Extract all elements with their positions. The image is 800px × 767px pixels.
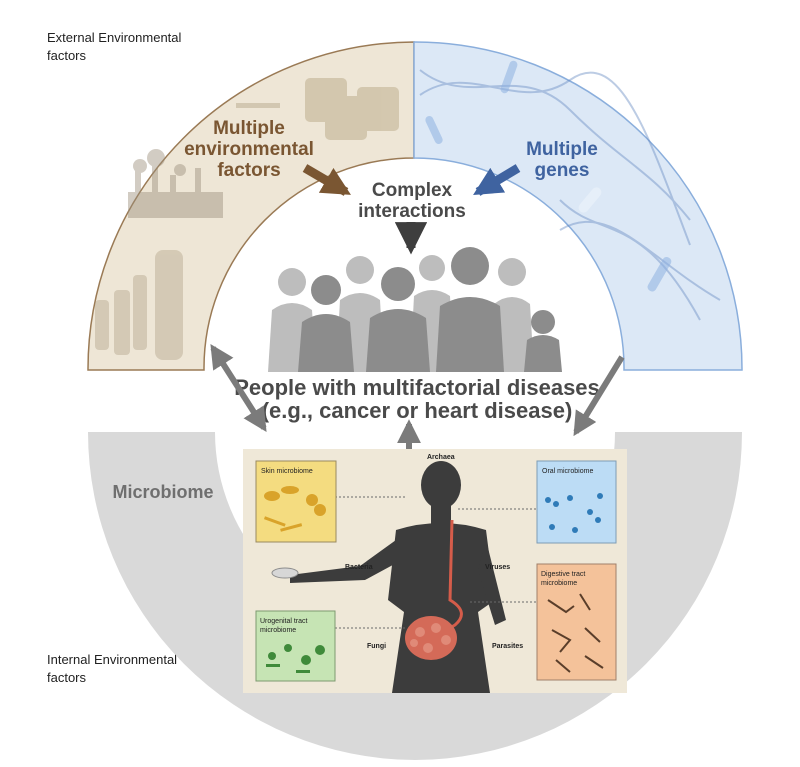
oral-microbes (545, 493, 603, 533)
digestive-label-line2: microbiome (541, 580, 577, 587)
complex-label-line2: interactions (358, 201, 466, 222)
urogenital-label-line1: Urogenital tract (260, 618, 308, 625)
env-label-line1: Multiple (213, 118, 285, 139)
urogenital-microbes (266, 644, 325, 673)
people-label-line2: (e.g., cancer or heart disease) (262, 398, 573, 423)
genes-to-microbiome-arrow (573, 355, 625, 437)
internal-factors-line2: factors (47, 670, 87, 685)
genes-arc (413, 41, 743, 371)
microbiome-label: Microbiome (112, 482, 213, 502)
env-label-line2: environmental (184, 139, 314, 160)
people-label-line1: People with multifactorial diseases (234, 375, 600, 400)
external-factors-label: External Environmental factors (47, 29, 181, 65)
viruses-label: Viruses (485, 564, 510, 571)
skin-microbiome-box (255, 460, 337, 543)
genes-label-line1: Multiple (526, 139, 598, 160)
digestive-microbes (547, 593, 604, 673)
genes-label-line2: genes (535, 160, 590, 181)
dna-helix-icon (419, 69, 721, 321)
env-label-line3: factors (217, 160, 280, 181)
skin-microbes (263, 486, 326, 532)
bottles-icon (95, 250, 183, 360)
archaea-label: Archaea (427, 454, 455, 461)
urogenital-label-line2: microbiome (260, 627, 296, 634)
crowd-silhouette (268, 247, 562, 372)
parasites-label: Parasites (492, 643, 523, 650)
skin-label: Skin microbiome (261, 468, 313, 475)
fungi-label: Fungi (367, 643, 386, 650)
bacteria-label: Bacteria (345, 564, 373, 571)
petri-dish-icon (271, 567, 299, 579)
intestine-icon (405, 616, 457, 660)
external-factors-line2: factors (47, 48, 87, 63)
internal-factors-line1: Internal Environmental (47, 652, 178, 667)
genes-to-complex-arrow (473, 164, 521, 196)
env-to-complex-arrow (302, 164, 351, 196)
digestive-label-line1: Digestive tract (541, 571, 585, 578)
internal-factors-label: Internal Environmental factors (47, 651, 177, 687)
chromosome-icon (425, 60, 672, 292)
digestive-microbiome-box (536, 563, 617, 681)
complex-label-line1: Complex (372, 180, 453, 201)
oral-label: Oral microbiome (542, 468, 593, 475)
cigarette-icon (236, 103, 280, 108)
barrels-icon (305, 78, 399, 140)
env-people-microbiome-arrow (210, 343, 267, 433)
factory-icon (128, 149, 223, 218)
external-factors-line1: External Environmental (47, 30, 182, 45)
